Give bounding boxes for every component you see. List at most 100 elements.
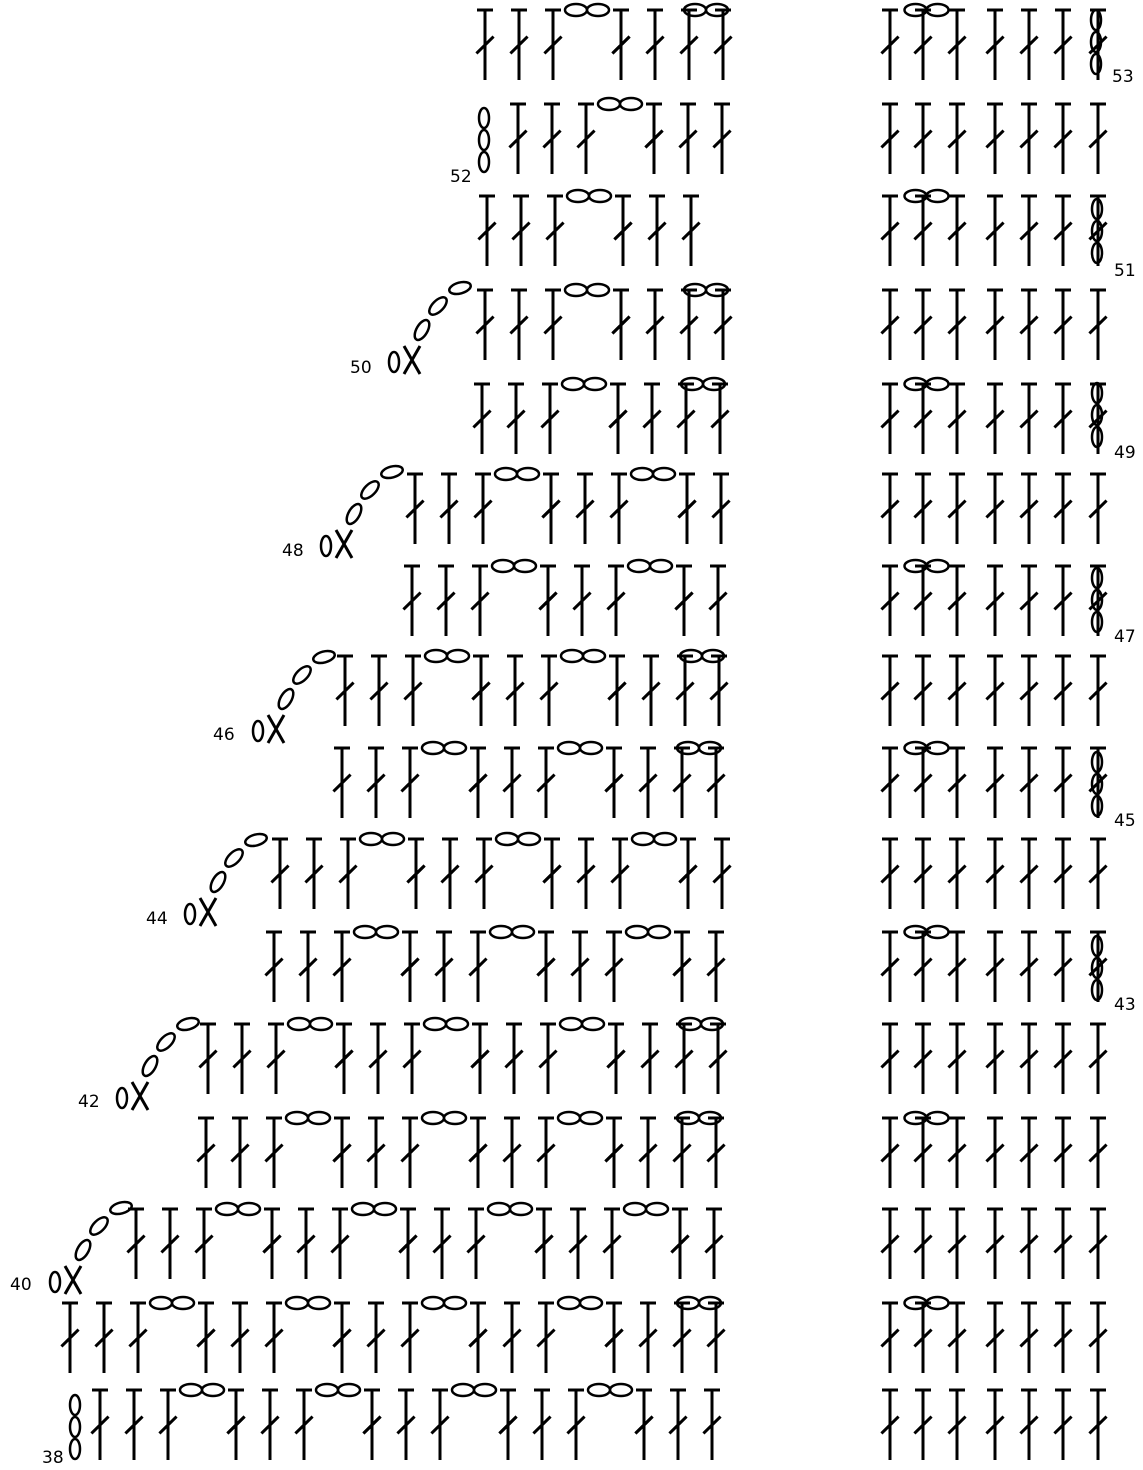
chain-stitch-symbol	[1090, 566, 1104, 590]
double-crochet-symbol	[334, 1022, 354, 1094]
chain-stitch-symbol	[486, 1201, 512, 1217]
double-crochet-symbol	[640, 1022, 660, 1094]
double-crochet-symbol	[403, 654, 423, 726]
row-label-51: 51	[1114, 261, 1136, 281]
double-crochet-symbol	[405, 472, 425, 544]
double-crochet-symbol	[434, 930, 454, 1002]
double-crochet-symbol	[1088, 288, 1108, 360]
chain-stitch-symbol	[630, 831, 656, 847]
double-crochet-symbol	[678, 837, 698, 909]
double-crochet-symbol	[230, 1116, 250, 1188]
double-crochet-symbol	[644, 102, 664, 174]
double-crochet-symbol	[645, 8, 665, 80]
double-crochet-symbol	[985, 472, 1005, 544]
double-crochet-symbol	[880, 8, 900, 80]
double-crochet-symbol	[260, 1388, 280, 1460]
chain-stitch-symbol	[319, 534, 333, 558]
row-label-38: 38	[42, 1448, 64, 1468]
double-crochet-symbol	[706, 1301, 726, 1373]
double-crochet-symbol	[880, 837, 900, 909]
double-crochet-symbol	[672, 1116, 692, 1188]
chain-stitch-symbol	[178, 1382, 204, 1398]
chain-stitch-symbol	[345, 502, 363, 526]
double-crochet-symbol	[470, 564, 490, 636]
double-crochet-symbol	[1053, 654, 1073, 726]
double-crochet-symbol	[60, 1301, 80, 1373]
double-crochet-symbol	[232, 1022, 252, 1094]
chain-stitch-symbol	[423, 648, 449, 664]
double-crochet-symbol	[366, 746, 386, 818]
chain-stitch-symbol	[89, 1216, 109, 1236]
chain-stitch-symbol	[1090, 956, 1104, 980]
double-crochet-symbol	[1088, 837, 1108, 909]
double-crochet-symbol	[913, 1022, 933, 1094]
double-crochet-symbol	[913, 746, 933, 818]
double-crochet-symbol	[400, 746, 420, 818]
double-crochet-symbol	[638, 1301, 658, 1373]
double-crochet-symbol	[160, 1207, 180, 1279]
double-crochet-symbol	[366, 1301, 386, 1373]
chain-stitch-symbol	[387, 350, 401, 374]
double-crochet-symbol	[606, 564, 626, 636]
double-crochet-symbol	[1088, 1116, 1108, 1188]
chain-stitch-symbol	[284, 1295, 310, 1311]
row-label-42: 42	[78, 1092, 100, 1112]
double-crochet-symbol	[985, 1301, 1005, 1373]
double-crochet-symbol	[296, 1207, 316, 1279]
chain-stitch-symbol	[512, 558, 538, 574]
double-crochet-symbol	[641, 654, 661, 726]
double-crochet-symbol	[606, 1022, 626, 1094]
double-crochet-symbol	[1053, 472, 1073, 544]
double-crochet-symbol	[468, 930, 488, 1002]
chain-stitch-symbol	[68, 1437, 82, 1461]
chain-stitch-symbol	[420, 1110, 446, 1126]
chain-stitch-symbol	[581, 648, 607, 664]
double-crochet-symbol	[369, 654, 389, 726]
chain-stitch-symbol	[646, 924, 672, 940]
double-crochet-symbol	[541, 472, 561, 544]
double-crochet-symbol	[985, 930, 1005, 1002]
double-crochet-symbol	[126, 1207, 146, 1279]
chain-stitch-symbol	[277, 687, 295, 711]
double-crochet-symbol	[880, 1301, 900, 1373]
chain-stitch-symbol	[336, 1382, 362, 1398]
chain-stitch-symbol	[516, 831, 542, 847]
double-crochet-symbol	[676, 382, 696, 454]
row-label-46: 46	[213, 725, 235, 745]
single-crochet-symbol	[402, 345, 422, 375]
chain-stitch-symbol	[697, 1295, 723, 1311]
chain-stitch-symbol	[422, 1016, 448, 1032]
double-crochet-symbol	[947, 472, 967, 544]
double-crochet-symbol	[1019, 382, 1039, 454]
double-crochet-symbol	[1088, 1022, 1108, 1094]
chain-stitch-symbol	[565, 188, 591, 204]
double-crochet-symbol	[1053, 837, 1073, 909]
chain-stitch-symbol	[141, 1054, 159, 1078]
chain-stitch-symbol	[1089, 8, 1103, 32]
double-crochet-symbol	[947, 288, 967, 360]
chain-stitch-symbol	[493, 466, 519, 482]
double-crochet-symbol	[1019, 288, 1039, 360]
chain-stitch-symbol	[428, 296, 448, 316]
double-crochet-symbol	[985, 8, 1005, 80]
double-crochet-symbol	[880, 1207, 900, 1279]
double-crochet-symbol	[505, 654, 525, 726]
chain-stitch-symbol	[700, 648, 726, 664]
double-crochet-symbol	[536, 930, 556, 1002]
double-crochet-symbol	[880, 1022, 900, 1094]
double-crochet-symbol	[1053, 746, 1073, 818]
double-crochet-symbol	[913, 930, 933, 1002]
chain-stitch-symbol	[477, 128, 491, 152]
double-crochet-symbol	[298, 930, 318, 1002]
chain-stitch-symbol	[380, 831, 406, 847]
chain-stitch-symbol	[109, 1200, 133, 1216]
row-label-45: 45	[1114, 811, 1136, 831]
double-crochet-symbol	[436, 564, 456, 636]
chain-stitch-symbol	[1089, 52, 1103, 76]
double-crochet-symbol	[576, 837, 596, 909]
double-crochet-symbol	[675, 654, 695, 726]
double-crochet-symbol	[468, 1301, 488, 1373]
chain-stitch-symbol	[292, 665, 312, 685]
double-crochet-symbol	[985, 1388, 1005, 1460]
